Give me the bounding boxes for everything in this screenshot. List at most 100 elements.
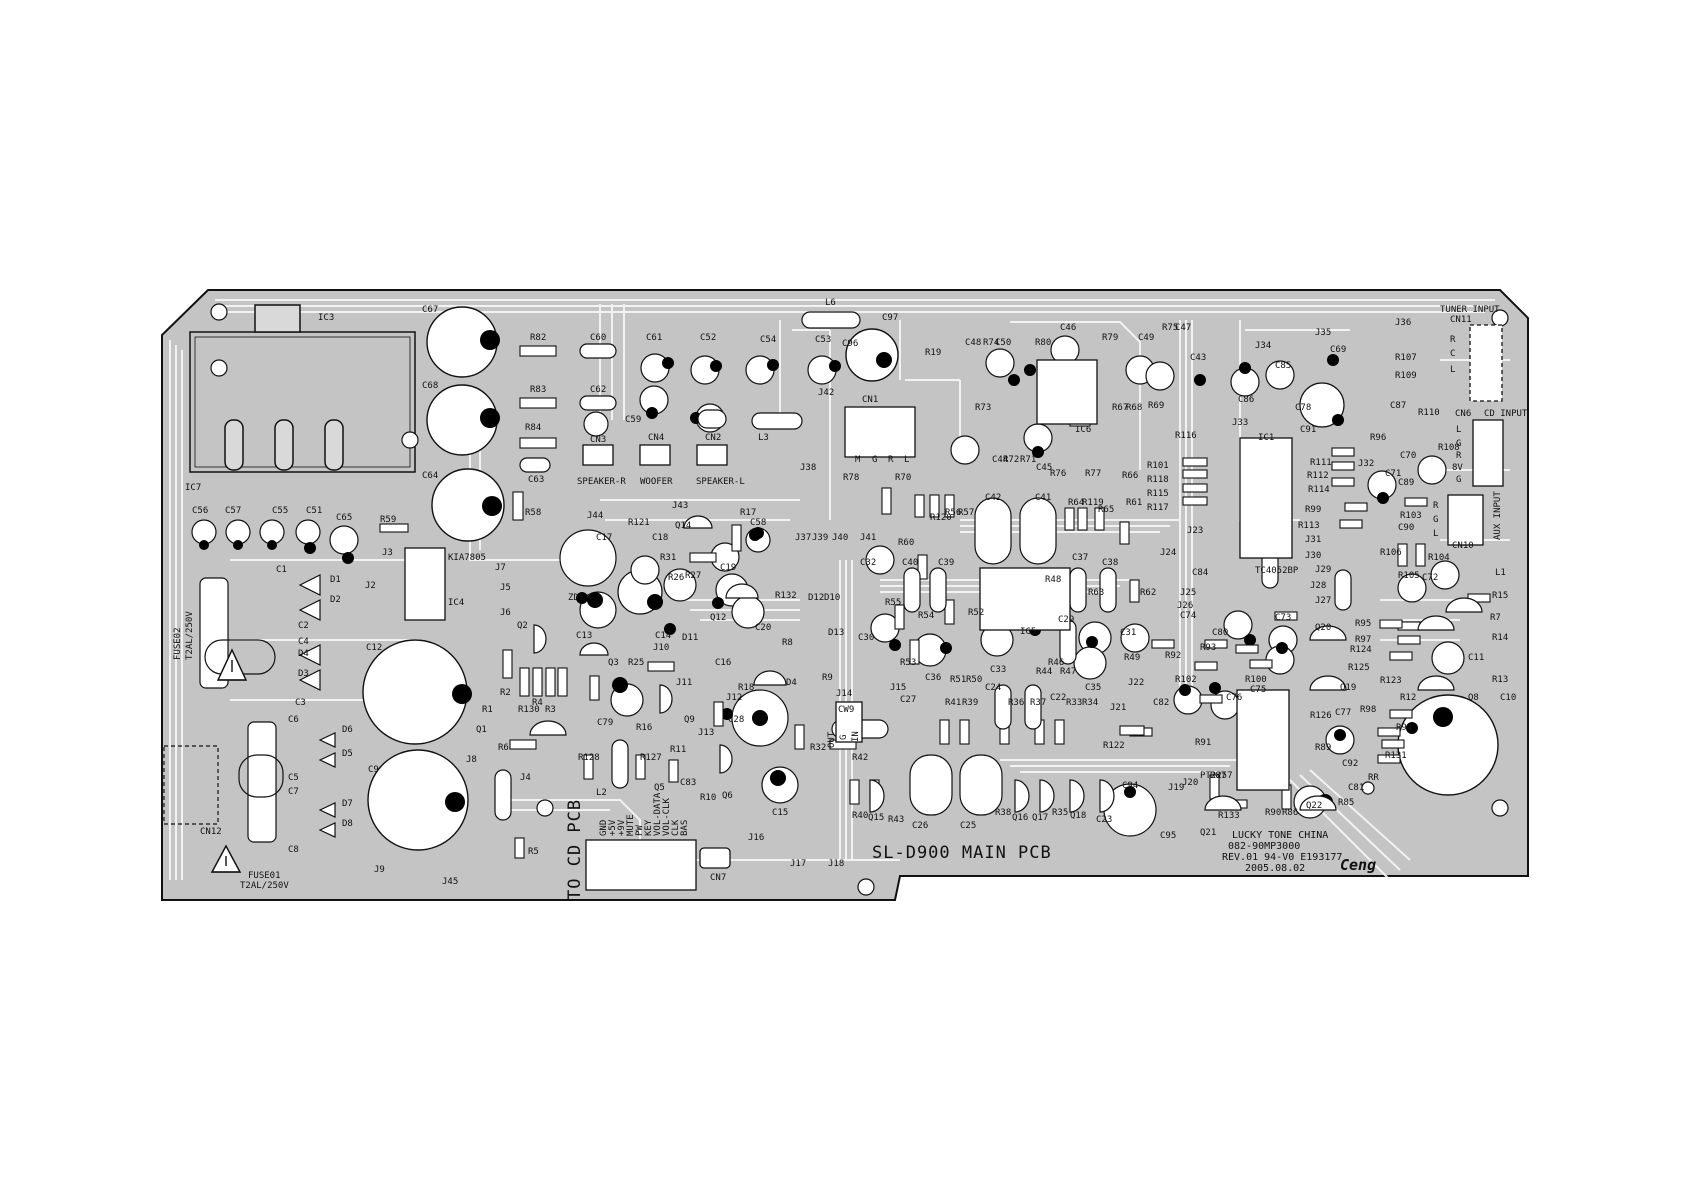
label-c49: C49: [1138, 333, 1154, 343]
label-r27: R27: [685, 571, 701, 581]
label-c37: C37: [1072, 553, 1088, 563]
label-d6: D6: [342, 725, 353, 735]
label-r102: R102: [1175, 675, 1197, 685]
film-capacitors: [494, 311, 1352, 821]
label-c42: C42: [985, 493, 1001, 503]
label-j2: J2: [365, 581, 376, 591]
label-c79: C79: [597, 718, 613, 728]
cn4-body: [639, 444, 671, 466]
cn11-pin-l: L: [1450, 365, 1455, 375]
label-r105: R105: [1398, 571, 1420, 581]
label-j5: J5: [500, 583, 511, 593]
label-l2: L2: [596, 788, 607, 798]
label-r124: R124: [1350, 645, 1372, 655]
label-j23: J23: [1187, 526, 1203, 536]
label-c65: C65: [336, 513, 352, 523]
label-c60: C60: [590, 333, 606, 343]
cd-pin-mute: MUTE: [626, 814, 636, 836]
cn1-pin-m: M: [855, 455, 861, 465]
label-r83: R83: [530, 385, 546, 395]
label-j30: J30: [1305, 551, 1321, 561]
label-r26: R26: [668, 573, 684, 583]
label-q3: Q3: [608, 658, 619, 668]
label-c20: C20: [755, 623, 771, 633]
label-r125: R125: [1348, 663, 1370, 673]
label-c73: C73: [1275, 613, 1291, 623]
label-c43: C43: [1190, 353, 1206, 363]
label-c57: C57: [225, 506, 241, 516]
label-rr: RR: [1368, 773, 1379, 783]
label-r98: R98: [1360, 705, 1376, 715]
label-c11: C11: [1468, 653, 1484, 663]
cw9-pin-g: G: [839, 735, 849, 740]
label-c71: C71: [1385, 469, 1401, 479]
label-j4: J4: [520, 773, 531, 783]
label-ic1: IC1: [1258, 433, 1274, 443]
label-r99: R99: [1305, 505, 1321, 515]
label-cn6: CN6: [1455, 409, 1471, 419]
label-c62: C62: [590, 385, 606, 395]
cn10-body: [1447, 494, 1484, 546]
label-j17: J17: [790, 859, 806, 869]
label-r51: R51: [950, 675, 966, 685]
label-c24: C24: [985, 683, 1001, 693]
label-c28: C28: [728, 715, 744, 725]
label-r54: R54: [918, 611, 934, 621]
label-q20: Q20: [1315, 623, 1331, 633]
label-d1: D1: [330, 575, 341, 585]
label-r118: R118: [1147, 475, 1169, 485]
label-d11: D11: [682, 633, 698, 643]
label-r97: R97: [1355, 635, 1371, 645]
label-cn4: CN4: [648, 433, 664, 443]
label-j26: J26: [1177, 601, 1193, 611]
label-c22: C22: [1050, 693, 1066, 703]
label-r132: R132: [775, 591, 797, 601]
label-c77: C77: [1335, 708, 1351, 718]
label-r52: R52: [968, 608, 984, 618]
label-j39: J39: [812, 533, 828, 543]
label-c94: C94: [1122, 781, 1138, 791]
label-c80: C80: [1212, 628, 1228, 638]
label-c54: C54: [760, 335, 776, 345]
label-c55: C55: [272, 506, 288, 516]
cn1-body: [844, 406, 916, 458]
resistors: [379, 345, 1491, 859]
label-r16: R16: [636, 723, 652, 733]
label-c39: C39: [938, 558, 954, 568]
label-r87: R87: [1210, 771, 1226, 781]
cn3-body: [582, 444, 614, 466]
power-amp-heatsink: [189, 304, 416, 473]
label-r50: R50: [966, 675, 982, 685]
label-r47: R47: [1060, 667, 1076, 677]
label-c58: C58: [750, 518, 766, 528]
ic4-body: [404, 547, 446, 621]
label-r80: R80: [1035, 338, 1051, 348]
label-c47: C47: [1175, 323, 1191, 333]
woofer-label: WOOFER: [640, 477, 673, 487]
label-r77: R77: [1085, 469, 1101, 479]
cn11-pin-c: C: [1450, 349, 1455, 359]
label-c97: C97: [882, 313, 898, 323]
label-j28: J28: [1310, 581, 1326, 591]
fuse01-rating: T2AL/250V: [240, 881, 289, 891]
label-d7: D7: [342, 799, 353, 809]
label-c70: C70: [1400, 451, 1416, 461]
label-c64: C64: [422, 471, 438, 481]
label-cn3: CN3: [590, 435, 606, 445]
large-capacitors: [362, 306, 1499, 851]
label-r94: R94: [1396, 723, 1412, 733]
label-j45: J45: [442, 877, 458, 887]
label-c59: C59: [625, 415, 641, 425]
label-r58: R58: [525, 508, 541, 518]
label-j14: J14: [836, 689, 852, 699]
label-r57: R57: [958, 508, 974, 518]
label-q2: Q2: [517, 621, 528, 631]
label-c61: C61: [646, 333, 662, 343]
label-cn7: CN7: [710, 873, 726, 883]
label-c90: C90: [1398, 523, 1414, 533]
label-r59: R59: [380, 515, 396, 525]
label-c27: C27: [900, 695, 916, 705]
label-r65: R65: [1098, 505, 1114, 515]
label-j36: J36: [1395, 318, 1411, 328]
revision-label: REV.01 94-V0 E193177: [1222, 852, 1342, 863]
